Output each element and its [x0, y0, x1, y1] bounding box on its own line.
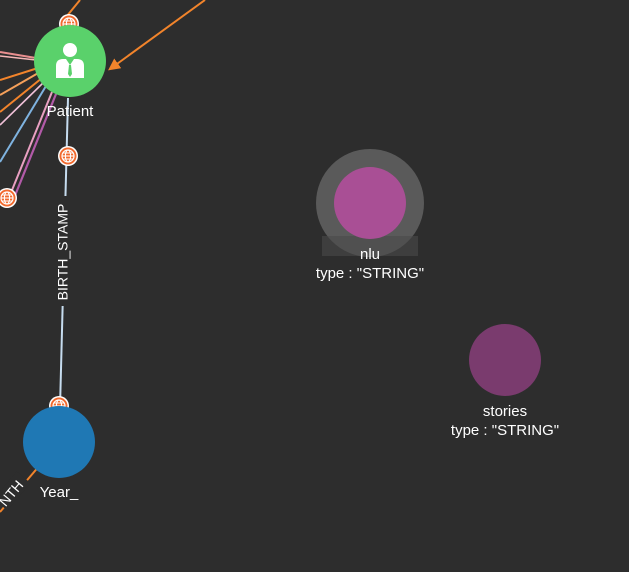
edge-year-outgoing[interactable]: NTH [0, 464, 41, 513]
edge-orange-4[interactable] [0, 77, 43, 113]
edge-orange-3[interactable] [0, 71, 41, 96]
node-label-patient: Patient [47, 103, 95, 120]
node-property-stories: type : "STRING" [451, 422, 559, 439]
edge-salmon-1[interactable] [0, 51, 37, 59]
edge-label-birth-stamp: BIRTH_STAMP [55, 204, 71, 301]
node-label-year: Year_ [40, 484, 79, 501]
node-nlu[interactable]: nlu type : "STRING" [316, 149, 424, 282]
node-property-nlu: type : "STRING" [316, 265, 424, 282]
edge-birth-stamp[interactable]: BIRTH_STAMP [53, 97, 73, 409]
node-patient[interactable]: Patient [34, 25, 106, 120]
edge-pink-2[interactable] [9, 91, 53, 196]
globe-marker-birth-stamp-top-icon[interactable] [57, 145, 79, 167]
node-year[interactable]: Year_ [23, 406, 95, 501]
edge-light-pink[interactable] [0, 81, 45, 126]
person-icon [56, 43, 84, 78]
selection-halo-base [322, 236, 418, 256]
edge-light-blue[interactable] [0, 85, 47, 163]
node-label-stories: stories [483, 403, 527, 420]
edge-orange-2[interactable] [0, 67, 39, 81]
globe-marker-left-icon[interactable] [0, 187, 18, 209]
edge-pink-1[interactable] [0, 55, 37, 61]
edge-orange-incoming-arrow[interactable] [108, 0, 206, 71]
node-stories[interactable]: stories type : "STRING" [451, 324, 559, 439]
edges-to-patient [0, 0, 206, 199]
node-label-nlu: nlu [360, 246, 380, 263]
edge-purple[interactable] [12, 93, 58, 199]
